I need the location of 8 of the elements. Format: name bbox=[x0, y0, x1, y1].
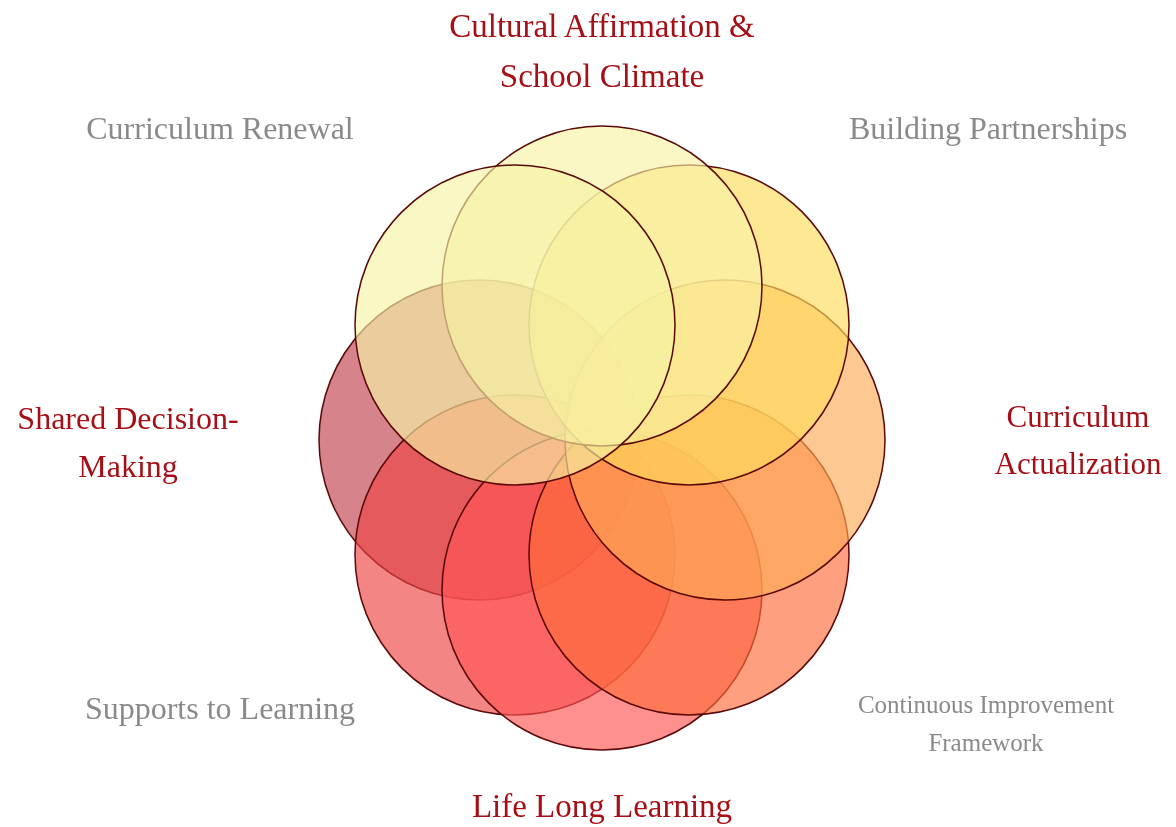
circle-label: Continuous Improvement Framework bbox=[826, 686, 1146, 761]
circle-label: Shared Decision-Making bbox=[0, 394, 256, 490]
circle-label: Life Long Learning bbox=[420, 782, 784, 827]
circle-label: Supports to Learning bbox=[50, 684, 390, 732]
circle-label: Cultural Affirmation & School Climate bbox=[420, 2, 784, 101]
circle-label: Building Partnerships bbox=[820, 104, 1156, 152]
circle-label: Curriculum Actualization bbox=[980, 394, 1176, 487]
circle-label: Curriculum Renewal bbox=[50, 104, 390, 152]
